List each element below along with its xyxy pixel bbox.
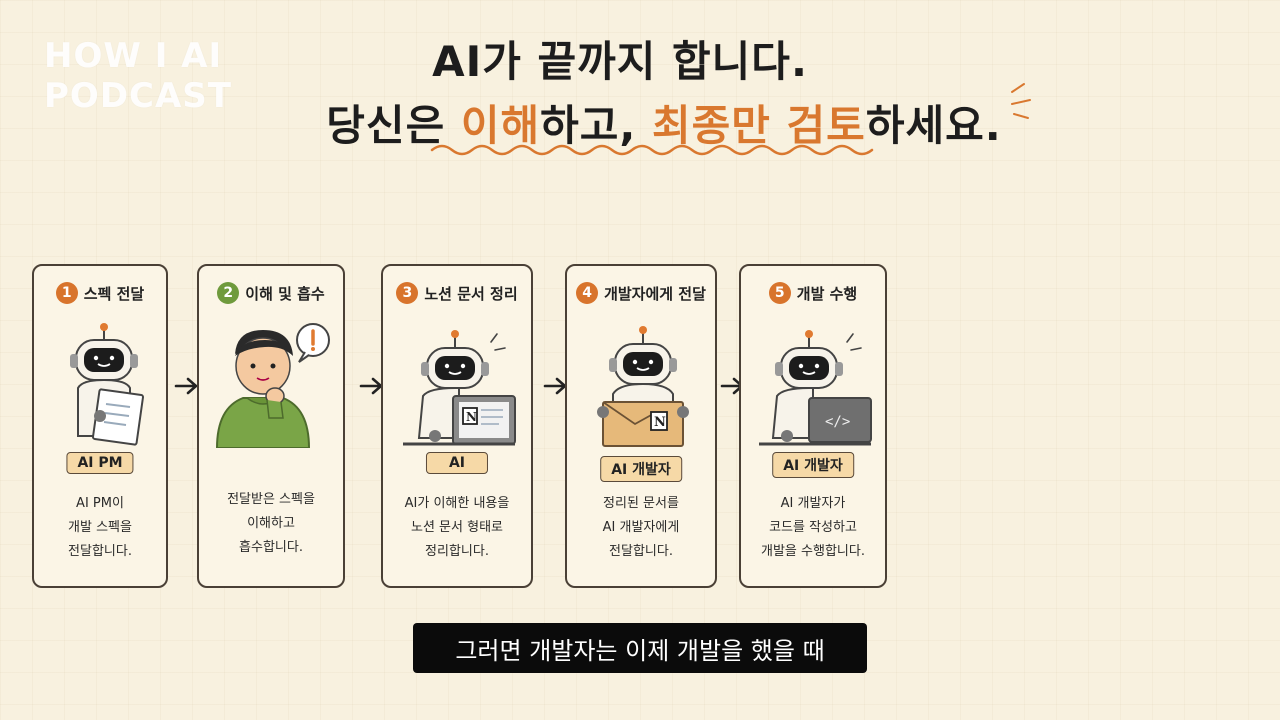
step-3-number-badge: 3 bbox=[396, 282, 419, 304]
robot-coding-laptop-icon: </> bbox=[759, 330, 872, 446]
headline-prefix: 당신은 bbox=[326, 101, 461, 150]
robot-holding-document-icon bbox=[70, 323, 145, 446]
step-4-desc-line: AI 개발자에게 bbox=[602, 520, 680, 535]
logo-line-1: HOW I AI bbox=[44, 36, 223, 76]
wavy-underline-decoration bbox=[430, 144, 874, 156]
step-2-desc-line: 전달받은 스펙을 bbox=[227, 492, 315, 507]
step-4-tag: AI 개발자 bbox=[600, 456, 682, 482]
svg-text:</>: </> bbox=[825, 414, 850, 430]
step-5-description: AI 개발자가 코드를 작성하고 개발을 수행합니다. bbox=[741, 492, 885, 564]
step-4-header: 4 개발자에게 전달 bbox=[567, 282, 715, 304]
step-5-desc-line: 개발을 수행합니다. bbox=[761, 544, 865, 559]
svg-text:N: N bbox=[466, 410, 477, 424]
step-3-desc-line: AI가 이해한 내용을 bbox=[404, 496, 510, 511]
step-3-desc-line: 노션 문서 형태로 bbox=[411, 520, 503, 535]
arrow-right-icon bbox=[174, 377, 198, 395]
video-subtitle: 그러면 개발자는 이제 개발을 했을 때 bbox=[413, 623, 867, 673]
step-1-desc-line: AI PM이 bbox=[76, 496, 124, 511]
step-4-desc-line: 전달합니다. bbox=[609, 544, 673, 559]
step-3-desc-line: 정리합니다. bbox=[425, 544, 489, 559]
headline-suffix: 하세요. bbox=[865, 101, 1002, 150]
step-5-header: 5 개발 수행 bbox=[741, 282, 885, 304]
step-3-tag: AI bbox=[425, 452, 489, 474]
step-1-desc-line: 개발 스펙을 bbox=[68, 520, 132, 535]
headline-line-1: AI가 끝까지 합니다. bbox=[432, 37, 808, 86]
step-card-3: 3 노션 문서 정리 N AI AI가 이해한 내용을 노션 문서 형태로 정리… bbox=[381, 264, 533, 588]
step-1-description: AI PM이 개발 스펙을 전달합니다. bbox=[34, 492, 166, 564]
step-2-number-badge: 2 bbox=[217, 282, 240, 304]
step-2-title: 이해 및 흡수 bbox=[245, 284, 325, 303]
step-4-description: 정리된 문서를 AI 개발자에게 전달합니다. bbox=[567, 492, 715, 564]
robot-laptop-notion-icon: N bbox=[403, 330, 516, 446]
step-1-header: 1 스펙 전달 bbox=[34, 282, 166, 304]
step-5-title: 개발 수행 bbox=[796, 284, 858, 303]
step-5-desc-line: AI 개발자가 bbox=[780, 496, 846, 511]
svg-text:N: N bbox=[654, 415, 666, 430]
step-3-header: 3 노션 문서 정리 bbox=[383, 282, 531, 304]
step-1-desc-line: 전달합니다. bbox=[68, 544, 132, 559]
step-1-tag: AI PM bbox=[66, 452, 134, 474]
step-card-4: 4 개발자에게 전달 N AI 개발자 정리된 문서를 AI 개발자에게 전달합… bbox=[565, 264, 717, 588]
step-4-desc-line: 정리된 문서를 bbox=[603, 496, 679, 511]
step-card-2: 2 이해 및 흡수 전달받은 스펙을 이해하고 흡수합니다. bbox=[197, 264, 345, 588]
step-5-number-badge: 5 bbox=[768, 282, 791, 304]
step-4-number-badge: 4 bbox=[576, 282, 599, 304]
step-5-tag: AI 개발자 bbox=[772, 452, 854, 478]
headline-line-2: 당신은 이해하고, 최종만 검토하세요. bbox=[24, 92, 1280, 153]
logo-line-2: PODCAST bbox=[44, 76, 232, 116]
step-card-5: 5 개발 수행 </> AI 개발자 AI 개발자가 코드를 작성하고 개발을 … bbox=[739, 264, 887, 588]
step-1-number-badge: 1 bbox=[55, 282, 78, 304]
headline-accent-understand: 이해 bbox=[460, 101, 541, 150]
headline-mid: 하고, bbox=[540, 101, 652, 150]
step-card-1: 1 스펙 전달 AI PM AI PM이 개발 스펙을 전달합니다. bbox=[32, 264, 168, 588]
step-2-description: 전달받은 스펙을 이해하고 흡수합니다. bbox=[199, 488, 343, 560]
step-2-desc-line: 흡수합니다. bbox=[239, 540, 303, 555]
step-2-header: 2 이해 및 흡수 bbox=[199, 282, 343, 304]
step-2-desc-line: 이해하고 bbox=[247, 516, 295, 531]
thinking-person-icon bbox=[215, 323, 330, 448]
robot-envelope-notion-icon: N bbox=[597, 326, 689, 447]
step-5-desc-line: 코드를 작성하고 bbox=[769, 520, 857, 535]
step-1-title: 스펙 전달 bbox=[83, 284, 145, 303]
sparkle-lines-icon bbox=[1011, 83, 1031, 119]
step-3-title: 노션 문서 정리 bbox=[424, 284, 518, 303]
step-4-title: 개발자에게 전달 bbox=[604, 284, 706, 303]
headline-accent-review: 최종만 검토 bbox=[651, 101, 866, 150]
podcast-logo: HOW I AI PODCAST bbox=[44, 36, 244, 116]
step-3-description: AI가 이해한 내용을 노션 문서 형태로 정리합니다. bbox=[383, 492, 531, 564]
